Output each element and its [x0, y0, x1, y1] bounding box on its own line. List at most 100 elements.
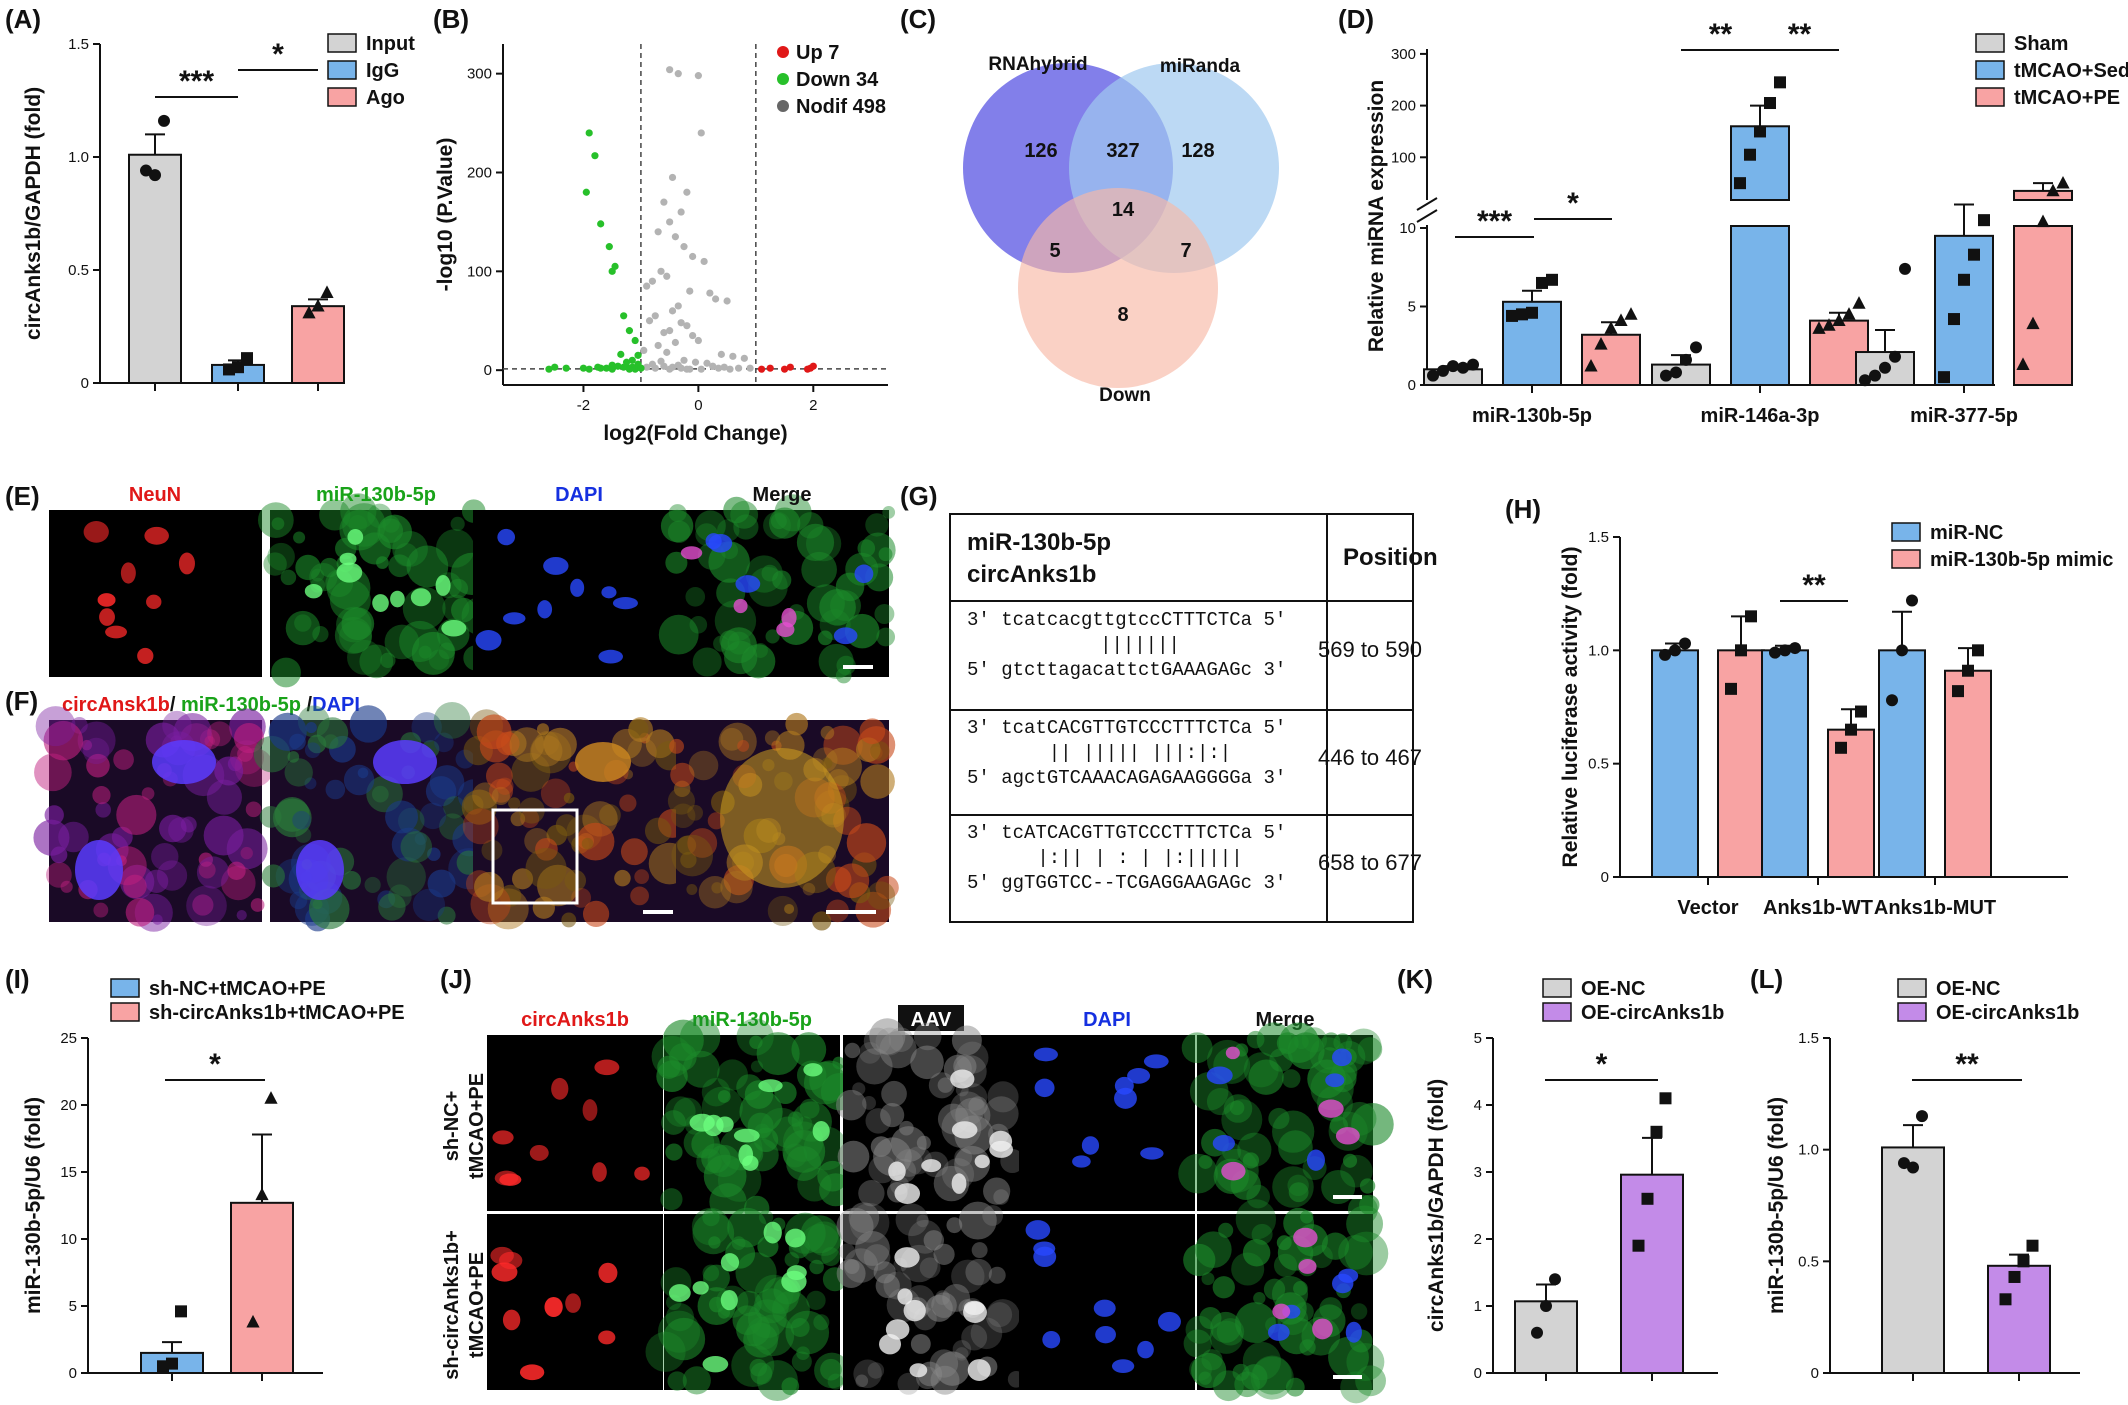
data-point: [1614, 313, 1628, 327]
signal-speckle: [853, 1359, 882, 1389]
row-label-line: sh-NC+: [441, 1091, 463, 1162]
legend-item-swatch: [1542, 978, 1572, 998]
y-tick-label: 0: [1474, 1365, 1482, 1382]
signal-speckle: [537, 864, 579, 907]
cell-body: [1081, 1136, 1100, 1155]
signal-speckle: [731, 1236, 746, 1250]
data-point: [697, 129, 705, 137]
y-tick-label: 5: [1408, 299, 1416, 316]
cell-body: [720, 1290, 738, 1311]
signal-speckle: [713, 635, 730, 652]
data-point: [720, 363, 728, 371]
nucleus: [575, 742, 631, 782]
venn-count: 128: [1181, 140, 1214, 162]
signal-speckle: [1199, 1307, 1222, 1330]
alignment-line: 5' ggTGGTCC--TCGAGGAAGAGc 3': [967, 872, 1286, 894]
signal-speckle: [692, 647, 722, 677]
data-point: [1835, 741, 1847, 754]
data-point: [158, 114, 170, 127]
signal-speckle: [696, 1148, 722, 1175]
cell-body: [634, 1166, 650, 1181]
bar: [1934, 234, 1994, 386]
data-point: [1869, 369, 1881, 382]
signal-speckle: [782, 1130, 826, 1173]
x-axis-label: log2(Fold Change): [603, 422, 787, 445]
y-tick-label: 1.0: [1588, 642, 1609, 659]
cell-body: [1072, 1155, 1091, 1168]
signal-speckle: [476, 714, 512, 750]
cell-body: [1025, 1220, 1051, 1240]
signal-speckle: [378, 518, 404, 543]
cell-body: [519, 1364, 545, 1381]
signal-speckle: [1346, 1205, 1384, 1243]
signal-speckle: [707, 1144, 740, 1178]
signal-speckle: [669, 738, 685, 754]
signal-speckle: [267, 542, 295, 571]
x-tick-label: Vector: [1677, 897, 1738, 919]
signal-speckle: [207, 721, 233, 747]
significance: ***: [1477, 205, 1512, 238]
signal-speckle: [293, 531, 306, 544]
data-point: [1457, 361, 1469, 374]
venn-count: 14: [1112, 199, 1135, 221]
signal-speckle: [525, 847, 567, 890]
data-point: [1886, 694, 1898, 707]
data-point: [686, 287, 694, 295]
signal-speckle: [427, 847, 441, 861]
bar: [1761, 649, 1809, 878]
cell-body: [304, 583, 323, 599]
signal-speckle: [951, 1025, 982, 1056]
cell-body: [105, 625, 127, 639]
data-point: [1978, 214, 1990, 227]
y-tick-label: 200: [1391, 98, 1416, 115]
cell-body: [1338, 1268, 1359, 1283]
signal-speckle: [767, 895, 798, 926]
legend-item: sh-NC+tMCAO+PE: [149, 978, 326, 1000]
y-tick-label: 5: [69, 1298, 77, 1315]
signal-speckle: [817, 1160, 848, 1192]
signal-speckle: [983, 1177, 1011, 1205]
signal-speckle: [271, 657, 301, 688]
signal-speckle: [925, 1294, 953, 1322]
y-tick-label: 0: [69, 1365, 77, 1382]
data-point: [2017, 1255, 2030, 1268]
signal-speckle: [667, 1371, 687, 1391]
bar: [128, 153, 182, 384]
data-point: [1604, 321, 1618, 334]
alignment-line: 5' agctGTCAAACAGAGAAGGGGa 3': [967, 767, 1286, 789]
cell-body: [543, 556, 569, 575]
signal-speckle: [1355, 1365, 1386, 1397]
signal-speckle: [859, 718, 886, 745]
cell-body: [812, 1120, 830, 1142]
signal-speckle: [820, 1358, 842, 1381]
data-point: [1725, 682, 1737, 695]
signal-speckle: [702, 1208, 720, 1227]
title-part: /: [301, 694, 313, 716]
significance: **: [1955, 1048, 1979, 1081]
signal-speckle: [614, 869, 631, 887]
y-tick-label: 0: [1811, 1365, 1819, 1382]
signal-speckle: [836, 1207, 874, 1245]
signal-speckle: [388, 554, 412, 578]
panel-label-a: (A): [5, 4, 41, 34]
column-title: miR-130b-5p: [692, 1009, 812, 1031]
signal-speckle: [736, 1074, 763, 1101]
position-value: 569 to 590: [1318, 637, 1422, 662]
cell-body: [612, 597, 638, 610]
cell-body: [1335, 1127, 1360, 1145]
data-point: [1531, 1326, 1543, 1339]
signal-speckle: [856, 1048, 893, 1085]
signal-speckle: [670, 803, 696, 829]
data-point: [746, 364, 754, 372]
cell-body: [803, 1063, 823, 1077]
signal-speckle: [1351, 1103, 1394, 1146]
signal-speckle: [800, 1223, 841, 1265]
signal-speckle: [1212, 1276, 1235, 1299]
data-point: [2026, 316, 2040, 330]
cell-body: [720, 1253, 740, 1272]
data-point: [691, 358, 700, 366]
signal-speckle: [849, 1202, 890, 1243]
data-point: [1437, 364, 1449, 377]
cell-body: [592, 1162, 607, 1182]
signal-speckle: [1183, 1329, 1212, 1358]
